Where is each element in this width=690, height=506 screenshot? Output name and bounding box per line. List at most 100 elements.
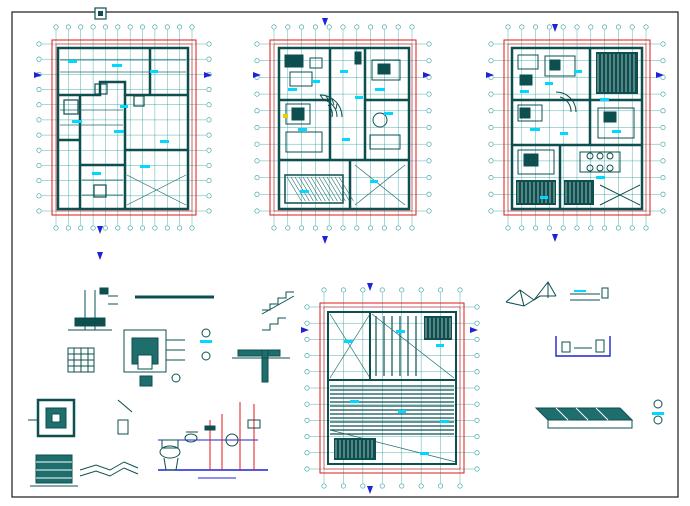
grid-bubble	[660, 125, 666, 131]
grid-bubble	[115, 24, 121, 30]
grid-bubble	[399, 287, 405, 293]
grid-bubble	[90, 24, 96, 30]
grid-bubble	[340, 24, 346, 30]
grid-bubble	[36, 102, 42, 108]
hatch-line	[298, 176, 314, 202]
hatch-line	[286, 176, 302, 202]
grid-bubble	[312, 225, 318, 231]
hatch-line	[330, 176, 346, 202]
grid-bubble	[426, 175, 432, 181]
grid-bubble	[381, 225, 387, 231]
grid-bubble	[304, 353, 310, 359]
grid-bubble	[399, 483, 405, 489]
hatch-line	[294, 176, 310, 202]
grid-bubble	[299, 24, 305, 30]
beam-connection-detail	[232, 349, 290, 383]
grid-bubble	[546, 225, 552, 231]
grid-bubble	[519, 24, 525, 30]
grid-bubble	[395, 24, 401, 30]
grid-bubble	[560, 24, 566, 30]
axis-arrow-icon	[367, 486, 373, 494]
grid-bubble	[519, 225, 525, 231]
grid-bubble	[36, 117, 42, 123]
plan2-walls	[277, 46, 411, 211]
ridge-detail	[570, 287, 609, 301]
fixture-fittings	[184, 419, 261, 447]
grid-bubble	[643, 225, 649, 231]
plan1-footings	[63, 83, 145, 198]
first-floor-plan	[488, 24, 666, 231]
foundation-plan	[36, 7, 212, 231]
grid-bubble	[189, 225, 195, 231]
pit-plan-detail	[28, 398, 76, 438]
plan1-north-mark	[94, 7, 107, 20]
hatch-line	[302, 176, 318, 202]
plan2-red-outline	[269, 39, 417, 216]
grid-bubble	[474, 450, 480, 456]
grid-bubble	[426, 141, 432, 147]
grid-bubble	[360, 287, 366, 293]
plan3-furniture	[517, 54, 641, 206]
grid-bubble	[629, 225, 635, 231]
foundation-details	[28, 287, 295, 487]
grid-bubble	[474, 353, 480, 359]
grid-bubble	[505, 225, 511, 231]
plan1-walls	[56, 46, 190, 211]
hatch-line	[326, 176, 342, 202]
grid-bubble	[615, 24, 621, 30]
grid-bubble	[426, 125, 432, 131]
grid-bubble	[285, 225, 291, 231]
grid-bubble	[474, 320, 480, 326]
axis-arrow-icon	[204, 72, 212, 78]
grid-bubble	[426, 158, 432, 164]
grid-bubble	[304, 385, 310, 391]
axis-arrow-icon	[322, 236, 328, 244]
grid-bubble	[304, 434, 310, 440]
grid-bubble	[78, 24, 84, 30]
grid-bubble	[368, 225, 374, 231]
grid-bubble	[304, 417, 310, 423]
grid-bubble	[379, 483, 385, 489]
grid-bubble	[206, 117, 212, 123]
grid-bubble	[660, 208, 666, 214]
axis-arrow-icon	[367, 283, 373, 291]
grid-bubble	[102, 24, 108, 30]
hatch-line	[306, 176, 322, 202]
grid-bubble	[304, 401, 310, 407]
grid-bubble	[254, 41, 260, 47]
grid-bubble	[488, 191, 494, 197]
grid-bubble	[206, 208, 212, 214]
grid-bubble	[533, 24, 539, 30]
axis-arrow-icon	[552, 234, 558, 242]
grid-bubble	[368, 24, 374, 30]
plan3-red-outline	[503, 39, 651, 216]
grid-bubble	[189, 24, 195, 30]
grid-bubble	[206, 178, 212, 184]
grid-bubble	[127, 225, 133, 231]
axis-arrow-icon	[486, 72, 494, 78]
grid-bubble	[140, 24, 146, 30]
grid-bubble	[304, 466, 310, 472]
grid-bubble	[36, 178, 42, 184]
grid-bubble	[426, 208, 432, 214]
axis-arrow-icon	[34, 72, 42, 78]
grid-bubble	[152, 24, 158, 30]
grid-bubble	[304, 320, 310, 326]
grid-bubble	[474, 385, 480, 391]
grid-bubble	[615, 225, 621, 231]
grid-bubble	[304, 304, 310, 310]
axis-arrow-icon	[423, 72, 431, 78]
grid-bubble	[271, 24, 277, 30]
grid-bubble	[588, 24, 594, 30]
grid-bubble	[457, 287, 463, 293]
grid-bubble	[65, 225, 71, 231]
column-base-detail	[123, 329, 185, 387]
grid-bubble	[360, 483, 366, 489]
axis-arrow-icon	[253, 72, 261, 78]
grid-bubble	[36, 162, 42, 168]
toilet-fixture	[159, 439, 181, 471]
grid-bubble	[312, 24, 318, 30]
grid-bubble	[36, 41, 42, 47]
